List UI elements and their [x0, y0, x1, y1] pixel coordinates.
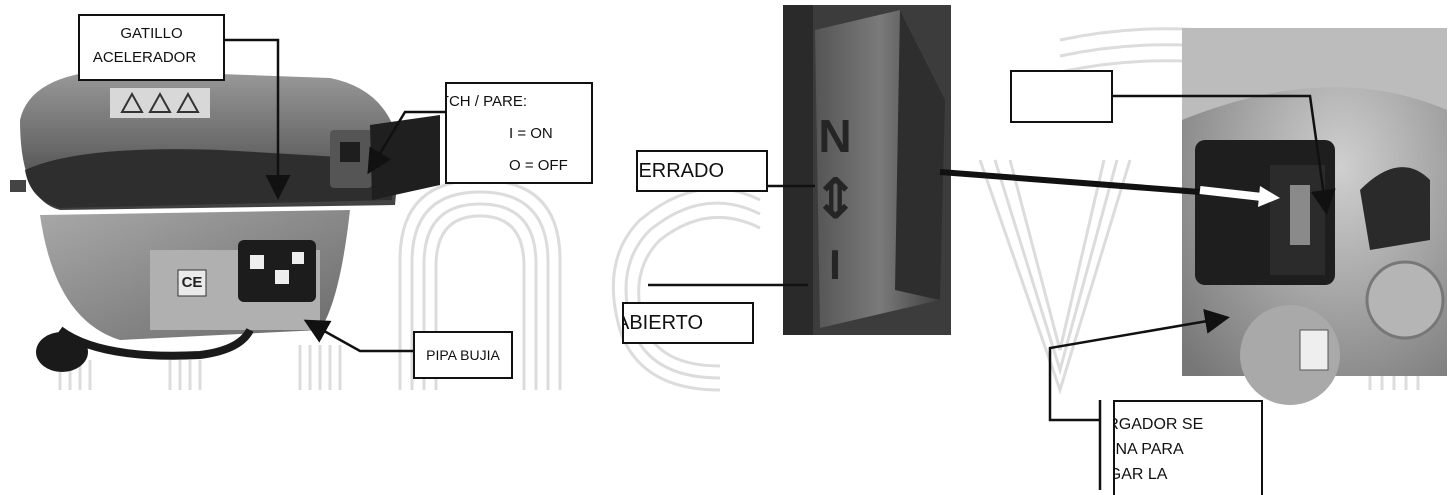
switch-link-line: [939, 169, 1201, 195]
throttle-callout-line1: GATILLO: [120, 25, 183, 42]
spark-plug-leader: [303, 319, 413, 353]
watermark-pillars: [58, 345, 342, 390]
throttle-leader: [225, 38, 291, 200]
spark-plug-callout: PIPA BUJIA: [413, 331, 513, 379]
stop-switch-callout: STOP SWITCH / PARE: I = ON O = OFF: [445, 82, 593, 184]
throttle-callout: GATILLO ACELERADOR: [78, 14, 225, 81]
spark-plug-label: PIPA BUJIA: [426, 347, 500, 363]
throttle-callout-line2: ACELERADOR: [92, 49, 197, 66]
top-right-callout: [1010, 70, 1113, 123]
handle-band: [25, 149, 392, 208]
purge-callout: PURGADOR SE PRESIONA PARA PURGAR LA: [1113, 400, 1263, 495]
switch-symbol-middle: ⇕: [812, 167, 859, 232]
top-right-leader: [1113, 94, 1336, 215]
open-label: ABIERTO: [622, 312, 704, 334]
closed-label: CERRADO: [638, 160, 725, 182]
purge-line3: PURGAR LA: [1115, 466, 1168, 483]
ce-mark: CE: [181, 274, 203, 291]
switch-symbol-bottom: I: [829, 241, 841, 288]
purge-line1: PURGADOR SE: [1115, 416, 1204, 433]
air-tube: [370, 115, 440, 200]
stop-switch-title: STOP SWITCH / PARE:: [447, 93, 528, 110]
switch-symbol-top: N: [818, 110, 852, 162]
stop-switch-off: O = OFF: [509, 157, 568, 174]
white-arrow: [1199, 186, 1263, 201]
stop-switch-on: I = ON: [509, 125, 553, 142]
open-callout: ABIERTO: [622, 302, 754, 344]
stop-switch-leader: [367, 110, 445, 175]
choke-knob: [36, 332, 88, 372]
closed-callout: CERRADO: [636, 150, 768, 192]
purge-line2: PRESIONA PARA: [1115, 441, 1184, 458]
bottom-right-leader: [1048, 309, 1230, 422]
